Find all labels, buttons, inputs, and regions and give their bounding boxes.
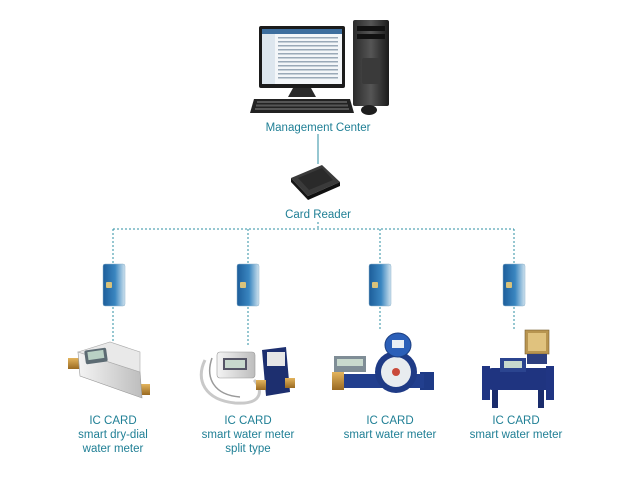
water-meter-icon-1 [68, 341, 150, 399]
meter-3-line-1: IC CARD [366, 415, 414, 427]
mouse [361, 105, 377, 115]
label-management-center: Management Center [265, 122, 371, 134]
meter-2-line-3: split type [225, 443, 271, 455]
meter-4-line-1: IC CARD [492, 415, 540, 427]
meter-2-line-2: smart water meter [201, 429, 295, 441]
water-meter-icon-3 [332, 332, 434, 393]
ic-card-icon-4 [502, 263, 526, 307]
meter-label-3: IC CARD smart water meter [325, 414, 455, 442]
computer-icon [250, 20, 389, 115]
meter-label-4: IC CARD smart water meter [451, 414, 581, 442]
meter-label-1: IC CARD smart dry-dial water meter [48, 414, 178, 456]
connector-lines [112, 134, 515, 345]
card-reader-icon [291, 165, 340, 200]
meter-1-line-2: smart dry-dial [78, 429, 148, 441]
meter-3-line-2: smart water meter [343, 429, 437, 441]
meter-label-2: IC CARD smart water meter split type [183, 414, 313, 456]
water-meter-icon-4 [482, 329, 554, 408]
meter-1-line-3: water meter [82, 443, 144, 455]
label-card-reader: Card Reader [285, 209, 351, 221]
meter-2-line-1: IC CARD [224, 415, 272, 427]
ic-card-icon-1 [102, 263, 126, 307]
water-meter-icon-2 [199, 347, 295, 405]
ic-card-icon-3 [368, 263, 392, 307]
ic-card-icon-2 [236, 263, 260, 307]
meter-4-line-2: smart water meter [469, 429, 563, 441]
meter-1-line-1: IC CARD [89, 415, 137, 427]
monitor-stand [288, 88, 316, 97]
